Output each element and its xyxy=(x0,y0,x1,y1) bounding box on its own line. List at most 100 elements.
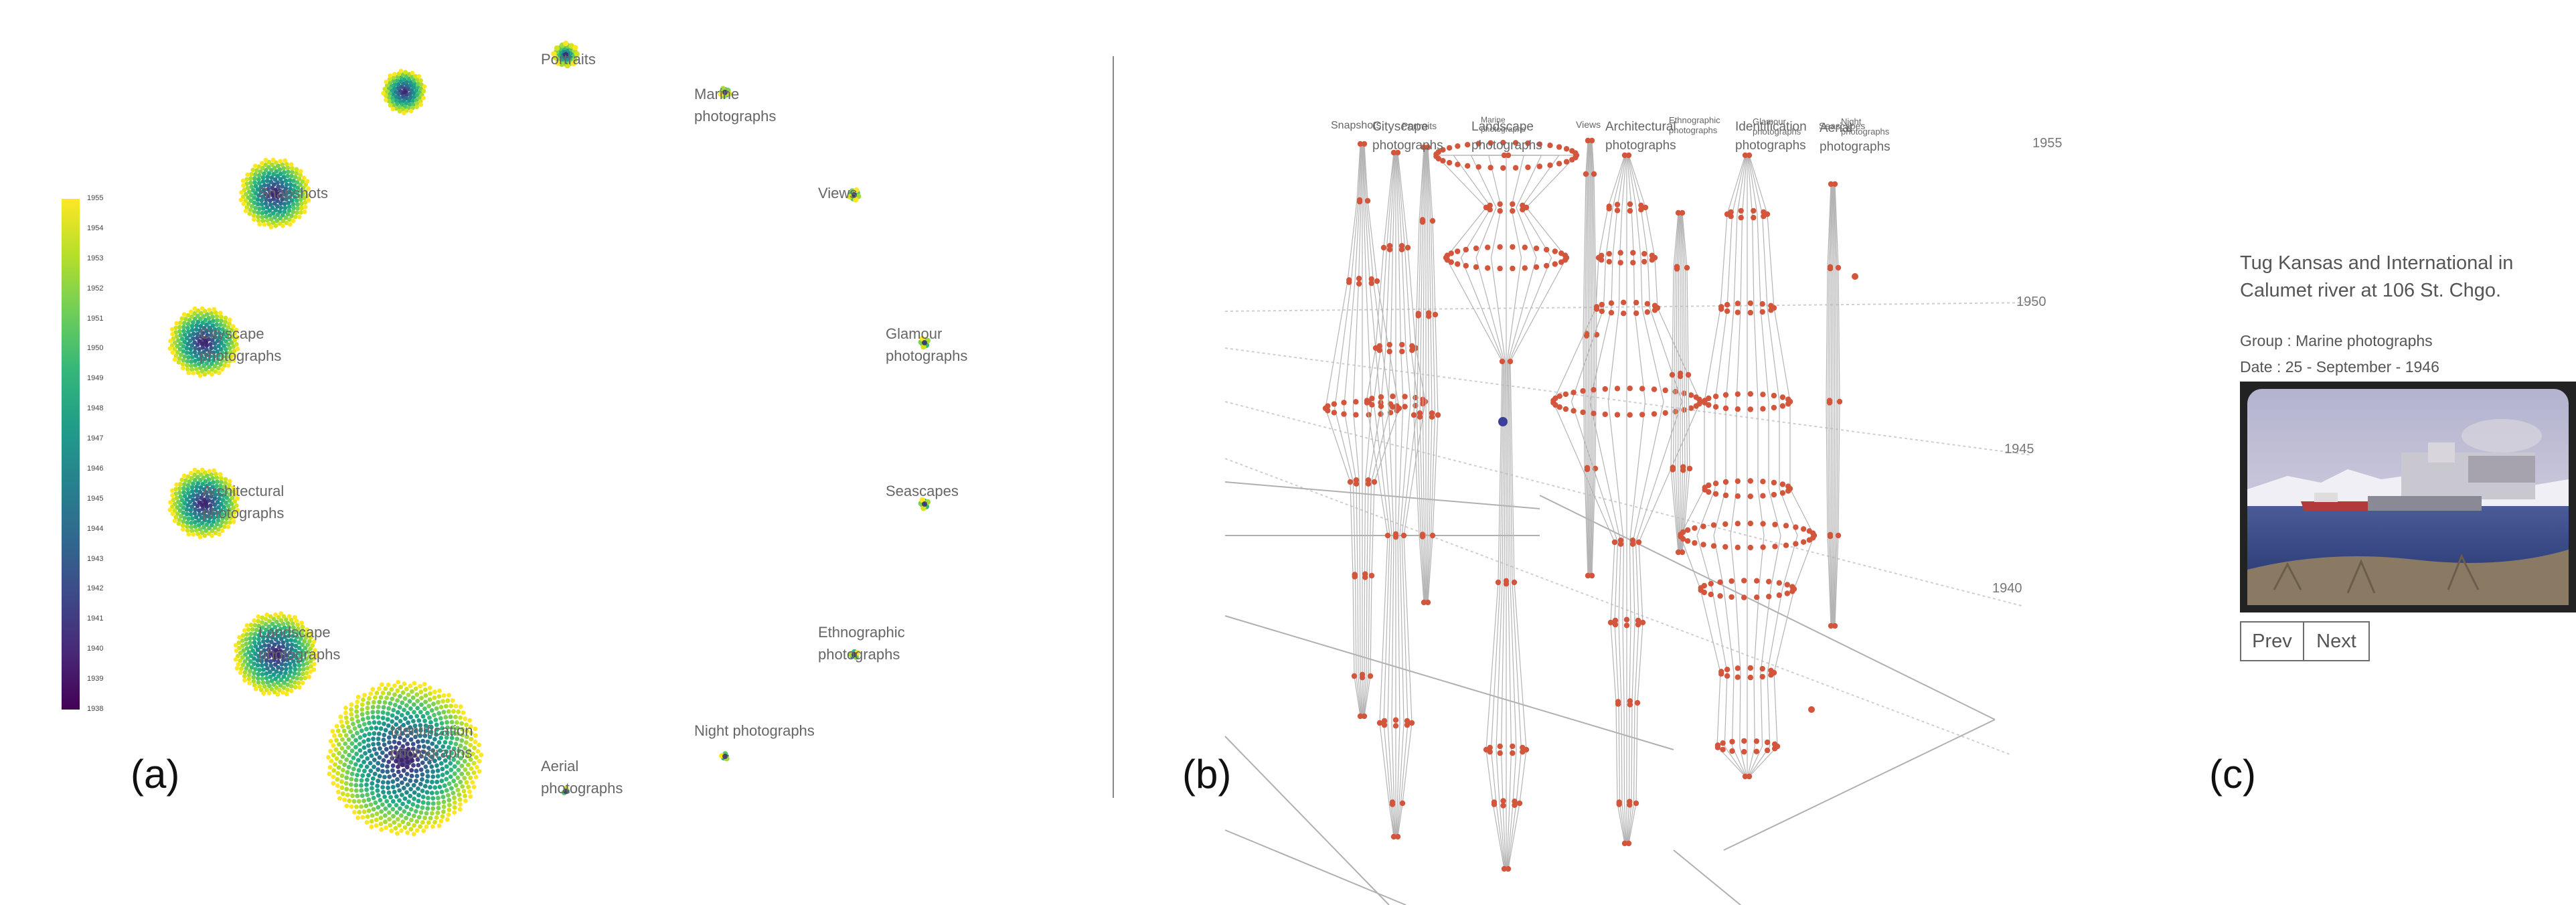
cluster-point[interactable] xyxy=(256,164,262,169)
cluster-point[interactable] xyxy=(408,83,413,88)
cluster-point[interactable] xyxy=(440,744,446,749)
cluster-point[interactable] xyxy=(282,201,287,206)
cluster-point[interactable] xyxy=(260,615,265,621)
cluster-point[interactable] xyxy=(291,625,296,630)
cluster-point[interactable] xyxy=(574,51,580,57)
cluster-point[interactable] xyxy=(430,796,436,801)
photo-node[interactable] xyxy=(1497,265,1503,272)
cluster-point[interactable] xyxy=(423,723,428,728)
cluster-point[interactable] xyxy=(207,325,212,330)
cluster-point[interactable] xyxy=(416,744,422,749)
cluster-point[interactable] xyxy=(197,508,202,513)
cluster-point[interactable] xyxy=(413,734,418,740)
cluster-point[interactable] xyxy=(215,338,220,343)
cluster-point[interactable] xyxy=(266,171,272,176)
cluster-point[interactable] xyxy=(191,497,195,503)
cluster-point[interactable] xyxy=(398,719,403,724)
cluster-point[interactable] xyxy=(202,363,206,369)
cluster-point[interactable] xyxy=(212,327,218,332)
cluster-point[interactable] xyxy=(397,788,402,793)
cluster-point[interactable] xyxy=(169,343,175,348)
cluster-point[interactable] xyxy=(337,750,341,756)
photo-node[interactable] xyxy=(1785,401,1791,407)
cluster-point[interactable] xyxy=(252,623,258,628)
photo-node[interactable] xyxy=(1505,152,1512,159)
cluster-point[interactable] xyxy=(218,472,223,477)
cluster-point[interactable] xyxy=(224,511,229,517)
cluster-point[interactable] xyxy=(224,355,230,359)
cluster-point[interactable] xyxy=(204,483,209,489)
cluster-point[interactable] xyxy=(244,205,250,210)
photo-node[interactable] xyxy=(1353,477,1360,483)
cluster-point[interactable] xyxy=(361,697,366,702)
photo-node[interactable] xyxy=(1563,146,1570,152)
cluster-point[interactable] xyxy=(232,331,237,336)
cluster-point[interactable] xyxy=(234,503,239,508)
group-label-marine[interactable]: Marine photographs xyxy=(694,86,777,125)
cluster-point[interactable] xyxy=(418,78,423,83)
cluster-point[interactable] xyxy=(418,102,423,107)
cluster-point[interactable] xyxy=(299,210,303,215)
cluster-point[interactable] xyxy=(435,774,440,778)
cluster-point[interactable] xyxy=(353,778,359,783)
cluster-point[interactable] xyxy=(170,511,175,516)
cluster-point[interactable] xyxy=(275,692,280,697)
cluster-point[interactable] xyxy=(281,674,287,679)
photo-node[interactable] xyxy=(1455,161,1461,167)
cluster-point[interactable] xyxy=(264,205,270,210)
cluster-point[interactable] xyxy=(223,319,228,325)
cluster-point[interactable] xyxy=(379,682,384,687)
cluster-point[interactable] xyxy=(469,766,474,771)
cluster-point[interactable] xyxy=(230,324,236,329)
cluster-point[interactable] xyxy=(395,831,400,836)
cluster-point[interactable] xyxy=(185,520,190,525)
photo-node[interactable] xyxy=(1607,619,1614,626)
cluster-point[interactable] xyxy=(220,358,225,363)
cluster-point[interactable] xyxy=(432,819,437,825)
cluster-point[interactable] xyxy=(420,777,424,782)
photo-node[interactable] xyxy=(1497,208,1503,214)
cluster-point[interactable] xyxy=(391,78,396,84)
photo-node[interactable] xyxy=(1779,394,1786,400)
cluster-point[interactable] xyxy=(295,635,299,639)
cluster-point[interactable] xyxy=(337,796,342,801)
cluster-point[interactable] xyxy=(287,204,292,210)
cluster-point[interactable] xyxy=(185,503,190,508)
cluster-point[interactable] xyxy=(416,739,420,744)
cluster-point[interactable] xyxy=(432,712,436,718)
cluster-point[interactable] xyxy=(252,661,256,666)
photo-node[interactable] xyxy=(1448,250,1454,256)
photo-node[interactable] xyxy=(1611,539,1618,546)
photo-node[interactable] xyxy=(1501,866,1508,872)
cluster-point[interactable] xyxy=(390,95,395,100)
cluster-point[interactable] xyxy=(365,777,370,783)
photo-node[interactable] xyxy=(1446,159,1453,166)
cluster-point[interactable] xyxy=(189,520,194,525)
cluster-point[interactable] xyxy=(248,198,254,203)
photo-node[interactable] xyxy=(1771,741,1778,747)
cluster-point[interactable] xyxy=(303,645,308,651)
cluster-point[interactable] xyxy=(282,625,287,631)
cluster-point[interactable] xyxy=(256,671,261,677)
photo-node[interactable] xyxy=(1776,592,1782,598)
cluster-point[interactable] xyxy=(269,678,274,683)
cluster-point[interactable] xyxy=(344,787,349,792)
cluster-point[interactable] xyxy=(853,197,859,203)
cluster-point[interactable] xyxy=(449,704,453,708)
cluster-point[interactable] xyxy=(342,762,347,767)
photo-node[interactable] xyxy=(1720,746,1726,753)
cluster-point[interactable] xyxy=(416,799,421,803)
cluster-point[interactable] xyxy=(191,331,196,337)
cluster-point[interactable] xyxy=(249,171,254,177)
cluster-point[interactable] xyxy=(182,354,187,359)
cluster-point[interactable] xyxy=(440,814,445,819)
group-label-night[interactable]: Night photographs xyxy=(694,722,815,739)
cluster-point[interactable] xyxy=(257,206,262,212)
photo-node[interactable] xyxy=(1793,524,1799,530)
cluster-point[interactable] xyxy=(292,663,297,668)
cluster-point[interactable] xyxy=(462,758,467,764)
cluster-point[interactable] xyxy=(355,758,361,763)
photo-node[interactable] xyxy=(1390,149,1397,156)
cluster-point[interactable] xyxy=(428,691,432,696)
cluster-point[interactable] xyxy=(199,521,205,525)
